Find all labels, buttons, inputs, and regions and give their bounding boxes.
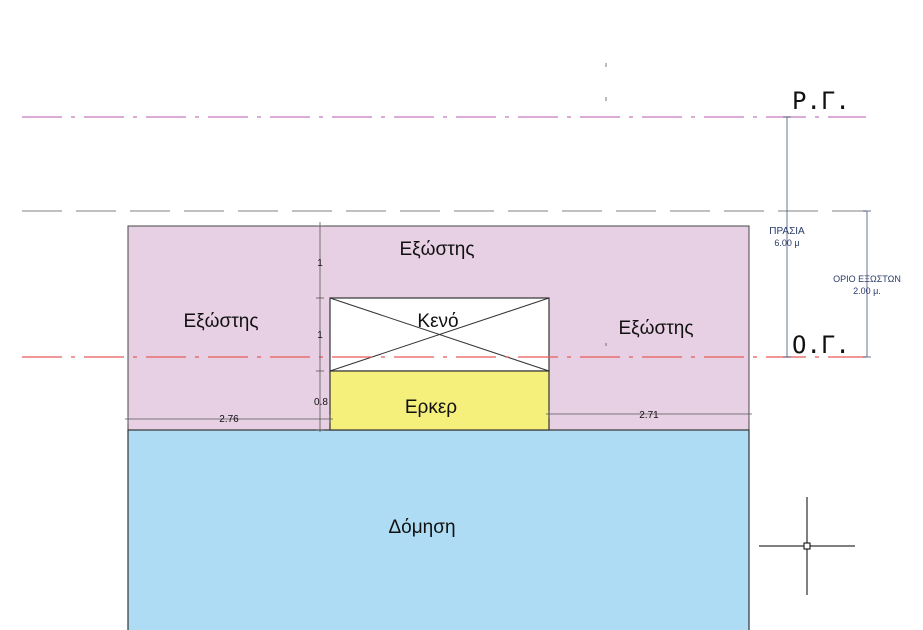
balcony-label-top: Εξώστης — [400, 239, 475, 260]
balcony-limit-dimension-line — [863, 210, 871, 358]
void-label: Κενό — [417, 311, 458, 332]
prasia-title: ΠΡΑΣΙΑ — [769, 226, 805, 237]
balcony-label-left: Εξώστης — [184, 311, 259, 332]
dim-left-width-line — [125, 415, 333, 423]
bay-window-area — [329, 370, 550, 431]
dim-right-width: 2.71 — [639, 410, 659, 421]
crosshair-cursor-icon — [759, 497, 855, 595]
building-area — [127, 429, 750, 630]
og-label: Ο.Γ. — [792, 331, 850, 359]
prasia-dimension-line — [783, 116, 791, 358]
dim-right-width-line — [546, 410, 752, 418]
rg-label: Ρ.Γ. — [792, 87, 850, 115]
dim-height-bottom: 0.8 — [314, 397, 328, 408]
void-cross-2 — [329, 297, 550, 372]
prasia-value: 6.00 μ — [774, 238, 799, 248]
vertical-dimension-chain — [316, 222, 324, 432]
dim-left-width: 2.76 — [219, 414, 239, 425]
balcony-limit-title: ΟΡΙΟ ΕΞΩΣΤΩΝ — [833, 274, 901, 284]
dim-height-top: 1 — [317, 258, 323, 269]
dim-height-mid: 1 — [317, 330, 323, 341]
balcony-label-right: Εξώστης — [619, 318, 694, 339]
bay-label: Ερκερ — [405, 397, 457, 418]
balcony-limit-value: 2.00 μ. — [853, 286, 881, 296]
building-label: Δόμηση — [388, 517, 455, 538]
